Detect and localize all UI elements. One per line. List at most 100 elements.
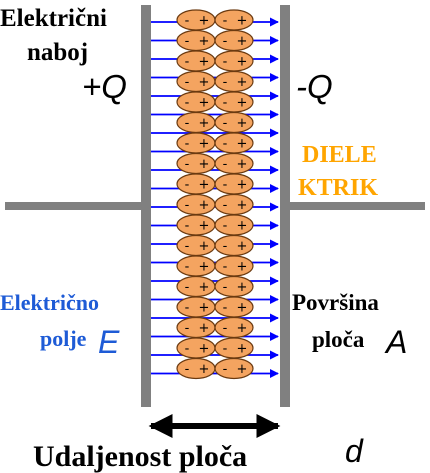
dipole: -+ (214, 29, 254, 52)
dipole-minus-sign: - (185, 260, 190, 275)
positive-plate (141, 5, 151, 407)
field-lines (151, 17, 279, 378)
dipole-minus-sign: - (223, 157, 228, 172)
dipole-minus-sign: - (223, 239, 228, 254)
dipole: -+ (214, 337, 254, 359)
dipole: -+ (176, 337, 216, 359)
dipole: -+ (176, 357, 216, 380)
dipole-minus-sign: - (223, 321, 228, 336)
area-label-line2: ploča (312, 327, 365, 352)
negative-charge-label: -Q (296, 68, 333, 105)
dipole-minus-sign: - (223, 178, 228, 193)
dipole: -+ (214, 275, 254, 298)
dipole-minus-sign: - (223, 362, 228, 377)
dipole: -+ (214, 111, 254, 134)
dipole: -+ (176, 91, 216, 113)
dipole: -+ (214, 132, 254, 154)
left-wire (5, 202, 141, 210)
dipole-minus-sign: - (223, 14, 228, 29)
dipole: -+ (176, 70, 216, 93)
dipole-plus-sign: + (199, 137, 210, 152)
dipole-plus-sign: + (199, 239, 210, 254)
dipole: -+ (176, 29, 216, 52)
dipole: -+ (176, 9, 216, 31)
field-symbol: E (98, 324, 120, 360)
dipole-minus-sign: - (185, 34, 190, 49)
dipole-minus-sign: - (185, 96, 190, 111)
dipole: -+ (176, 152, 216, 175)
distance-caption: Udaljenost ploča (33, 440, 247, 473)
dipole-plus-sign: + (237, 178, 248, 193)
dipole-minus-sign: - (185, 321, 190, 336)
dipole-minus-sign: - (185, 137, 190, 152)
dipole-minus-sign: - (185, 157, 190, 172)
field-label-line1: Električno (0, 290, 99, 315)
dipole: -+ (214, 193, 254, 216)
dipole-minus-sign: - (185, 14, 190, 29)
dipole: -+ (214, 91, 254, 113)
dipole: -+ (176, 234, 216, 257)
dipole: -+ (176, 173, 216, 195)
dipole-plus-sign: + (199, 280, 210, 295)
dipole-minus-sign: - (185, 301, 190, 316)
dielectric-label-line2: KTRIK (298, 175, 378, 201)
dipole: -+ (214, 234, 254, 257)
dipole-minus-sign: - (185, 55, 190, 70)
dipole-minus-sign: - (223, 342, 228, 357)
dipole-plus-sign: + (237, 96, 248, 111)
dipole: -+ (214, 316, 254, 339)
dipole-plus-sign: + (237, 260, 248, 275)
dipole: -+ (214, 173, 254, 195)
dipole-minus-sign: - (223, 280, 228, 295)
dipole: -+ (176, 275, 216, 298)
dipole: -+ (214, 50, 254, 72)
dipole-minus-sign: - (185, 178, 190, 193)
dipole: -+ (214, 152, 254, 175)
dipole-minus-sign: - (185, 362, 190, 377)
dipole-plus-sign: + (237, 157, 248, 172)
charge-caption-line1: Električni (0, 5, 107, 32)
dipole-minus-sign: - (223, 137, 228, 152)
dipole-plus-sign: + (237, 14, 248, 29)
dipole-minus-sign: - (223, 75, 228, 90)
right-wire (290, 202, 425, 210)
dipole-plus-sign: + (199, 34, 210, 49)
dielectric-dipoles: -+-+-+-+-+-+-+-+-+-+-+-+-+-+-+-+-+-+-+-+… (176, 9, 254, 380)
dipole: -+ (214, 357, 254, 380)
dipole-plus-sign: + (199, 75, 210, 90)
dipole-minus-sign: - (185, 239, 190, 254)
dipole-plus-sign: + (237, 55, 248, 70)
area-label-line1: Površina (292, 290, 379, 315)
dipole-plus-sign: + (237, 137, 248, 152)
dipole: -+ (214, 296, 254, 318)
dipole-plus-sign: + (199, 116, 210, 131)
dipole-plus-sign: + (199, 198, 210, 213)
dipole-plus-sign: + (199, 301, 210, 316)
dipole-plus-sign: + (199, 321, 210, 336)
dipole-minus-sign: - (223, 260, 228, 275)
dipole: -+ (176, 296, 216, 318)
dipole-plus-sign: + (237, 198, 248, 213)
dielectric-label-line1: DIELE (302, 142, 377, 168)
dipole-plus-sign: + (237, 280, 248, 295)
dipole: -+ (176, 50, 216, 72)
dipole-plus-sign: + (237, 75, 248, 90)
dipole-plus-sign: + (199, 157, 210, 172)
dipole: -+ (214, 255, 254, 277)
dipole-plus-sign: + (199, 96, 210, 111)
dipole-plus-sign: + (199, 260, 210, 275)
dipole-plus-sign: + (199, 362, 210, 377)
dipole: -+ (214, 214, 254, 236)
dipole-minus-sign: - (223, 301, 228, 316)
dipole-minus-sign: - (185, 75, 190, 90)
dipole-plus-sign: + (237, 116, 248, 131)
dipole-minus-sign: - (223, 116, 228, 131)
dipole-plus-sign: + (237, 301, 248, 316)
dipole-minus-sign: - (185, 342, 190, 357)
dipole-plus-sign: + (199, 55, 210, 70)
dipole-minus-sign: - (223, 96, 228, 111)
dipole-minus-sign: - (223, 219, 228, 234)
dipole-minus-sign: - (223, 34, 228, 49)
dipole-minus-sign: - (185, 198, 190, 213)
